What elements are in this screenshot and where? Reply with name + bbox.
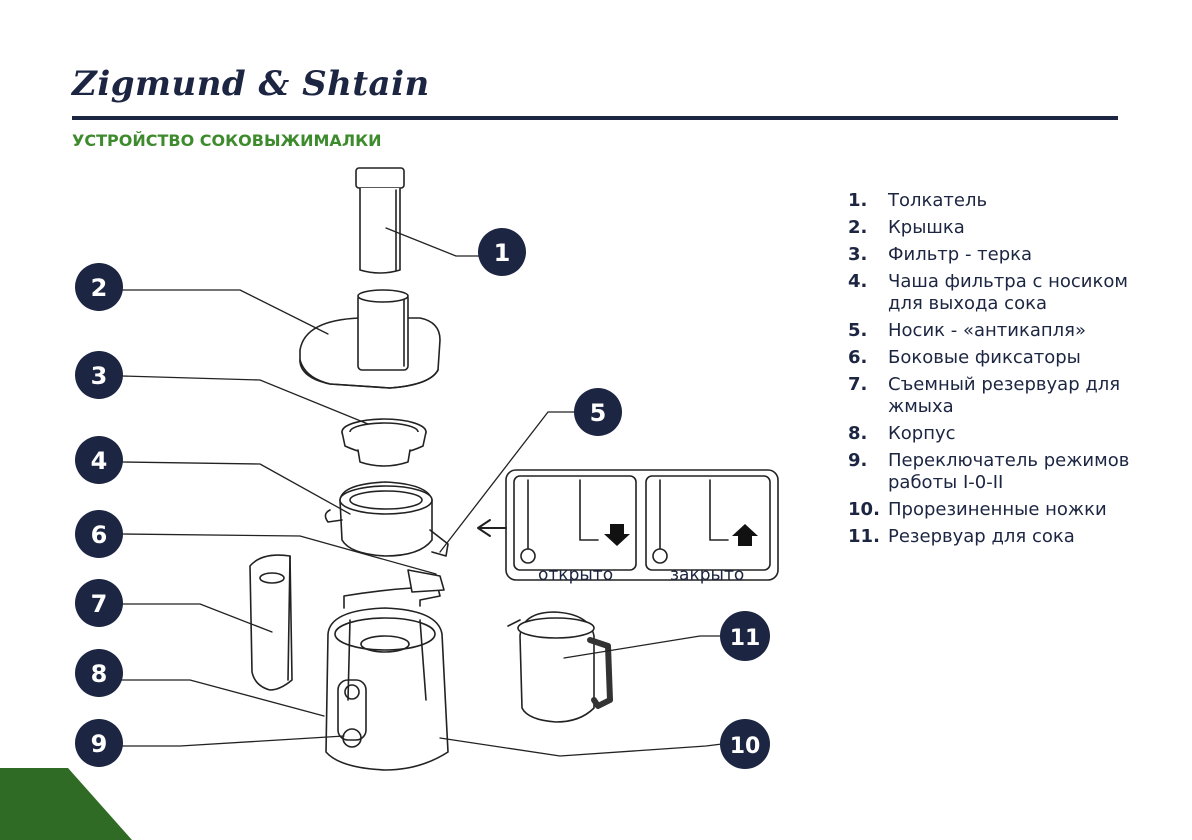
legend-item-text: Съемный резервуар для жмыха xyxy=(888,374,1121,417)
legend-number-wrap: 11. xyxy=(848,526,888,548)
callout-8-label: 8 xyxy=(91,660,108,688)
legend-item: 9.Переключатель режимов работы I-0-II xyxy=(848,450,1148,494)
legend-number-wrap: 8. xyxy=(848,423,888,445)
motor-body-illustration xyxy=(325,607,449,771)
legend-number-wrap: 5. xyxy=(848,320,888,342)
legend-item-text: Крышка xyxy=(888,217,965,238)
state-label-closed: закрыто xyxy=(670,565,744,585)
callout-7: 7 xyxy=(75,579,123,627)
legend-item-dot: . xyxy=(860,190,868,211)
legend-number-wrap: 4. xyxy=(848,271,888,315)
callout-10-label: 10 xyxy=(730,734,761,759)
callout-9: 9 xyxy=(75,719,123,767)
callout-5: 5 xyxy=(574,388,622,436)
pusher-illustration xyxy=(355,167,405,274)
callout-10: 10 xyxy=(720,719,770,769)
legend-item-dot: . xyxy=(860,423,868,444)
side-lock-illustration xyxy=(343,569,445,609)
legend-item: 11.Резервуар для сока xyxy=(848,526,1148,548)
legend-number-wrap: 6. xyxy=(848,347,888,369)
legend-item-dot: . xyxy=(860,374,868,395)
legend-item: 4.Чаша фильтра с носиком для выхода сока xyxy=(848,271,1148,315)
callout-11: 11 xyxy=(720,611,770,661)
legend-item-number: 1 xyxy=(848,190,861,211)
callout-7-label: 7 xyxy=(91,590,108,618)
callout-1-label: 1 xyxy=(494,239,511,267)
lid-illustration xyxy=(299,289,441,389)
legend-number-wrap: 7. xyxy=(848,374,888,418)
legend-item: 2.Крышка xyxy=(848,217,1148,239)
legend-item-dot: . xyxy=(860,244,868,265)
legend-item-dot: . xyxy=(860,271,868,292)
legend-item-text: Носик - «антикапля» xyxy=(888,320,1086,341)
callout-4: 4 xyxy=(75,436,123,484)
legend-item-number: 3 xyxy=(848,244,861,265)
legend-item-number: 11 xyxy=(848,526,874,547)
legend-item-text: Прорезиненные ножки xyxy=(888,499,1107,520)
callout-2: 2 xyxy=(75,263,123,311)
legend-item-dot: . xyxy=(860,320,868,341)
callout-6-label: 6 xyxy=(91,521,108,549)
legend-item-text: Резервуар для сока xyxy=(888,526,1075,547)
legend-item-number: 4 xyxy=(848,271,861,292)
callout-5-label: 5 xyxy=(590,399,607,427)
legend-item-text: Чаша фильтра с носиком для выхода сока xyxy=(888,271,1128,314)
legend-item-text: Фильтр - терка xyxy=(888,244,1033,265)
legend-number-wrap: 9. xyxy=(848,450,888,494)
callout-3-label: 3 xyxy=(91,362,108,390)
legend-item: 5.Носик - «антикапля» xyxy=(848,320,1148,342)
header-divider xyxy=(72,116,1118,120)
callout-1: 1 xyxy=(478,228,526,276)
legend-number-wrap: 3. xyxy=(848,244,888,266)
filter-grater-illustration xyxy=(341,418,427,467)
legend-item-number: 6 xyxy=(848,347,861,368)
legend-item-text: Переключатель режимов работы I-0-II xyxy=(888,450,1130,493)
brand-logo: Zigmund & Shtain xyxy=(72,64,430,104)
legend-item-number: 9 xyxy=(848,450,861,471)
legend-item-number: 5 xyxy=(848,320,861,341)
callout-8: 8 xyxy=(75,649,123,697)
legend-item-number: 7 xyxy=(848,374,861,395)
legend-item: 3.Фильтр - терка xyxy=(848,244,1148,266)
legend-item-dot: . xyxy=(860,450,868,471)
callout-2-label: 2 xyxy=(91,274,108,302)
callout-3: 3 xyxy=(75,351,123,399)
legend-item-dot: . xyxy=(860,347,868,368)
legend-item-number: 2 xyxy=(848,217,861,238)
legend-item: 6.Боковые фиксаторы xyxy=(848,347,1148,369)
callout-4-label: 4 xyxy=(91,447,108,475)
callout-9-label: 9 xyxy=(91,730,108,758)
arrow-up-icon xyxy=(732,524,758,546)
legend-number-wrap: 1. xyxy=(848,190,888,212)
callout-6: 6 xyxy=(75,510,123,558)
state-label-open: открыто xyxy=(538,565,613,585)
arrow-down-icon xyxy=(604,524,630,546)
legend-number-wrap: 2. xyxy=(848,217,888,239)
legend-item: 8.Корпус xyxy=(848,423,1148,445)
legend-number-wrap: 10. xyxy=(848,499,888,521)
legend-item-number: 10 xyxy=(848,499,874,520)
corner-decoration xyxy=(0,768,132,840)
legend-item-dot: . xyxy=(873,499,880,520)
section-title: УСТРОЙСТВО СОКОВЫЖИМАЛКИ xyxy=(72,131,382,150)
legend-item-text: Боковые фиксаторы xyxy=(888,347,1081,368)
legend-item-text: Корпус xyxy=(888,423,956,444)
leader-lines xyxy=(121,227,723,757)
legend-item-number: 8 xyxy=(848,423,861,444)
legend-item-dot: . xyxy=(860,217,868,238)
legend-item-dot: . xyxy=(873,526,880,547)
pulp-container-illustration xyxy=(249,554,293,691)
valve-state-inset xyxy=(477,469,779,581)
juice-jug-illustration xyxy=(507,611,613,723)
legend-item: 1.Толкатель xyxy=(848,190,1148,212)
legend-item: 7.Съемный резервуар для жмыха xyxy=(848,374,1148,418)
legend-item-text: Толкатель xyxy=(888,190,988,211)
callout-11-label: 11 xyxy=(730,626,761,651)
legend-item: 10.Прорезиненные ножки xyxy=(848,499,1148,521)
filter-bowl-illustration xyxy=(324,481,449,557)
